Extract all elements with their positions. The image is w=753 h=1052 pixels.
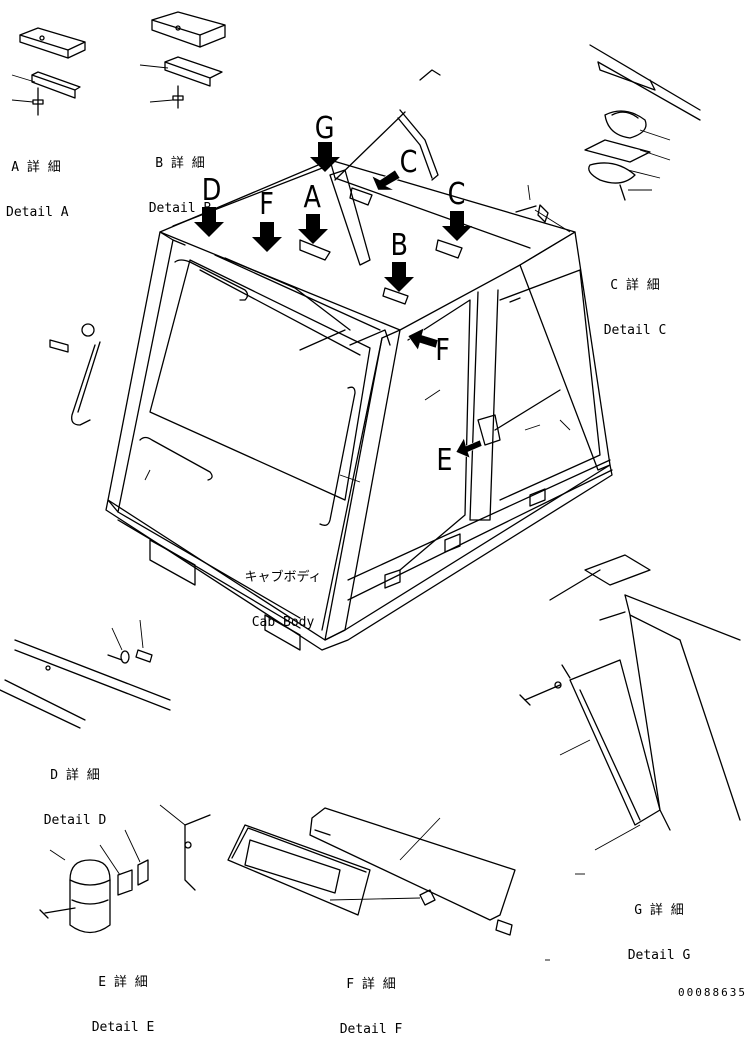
arrow-C2 <box>442 211 472 241</box>
arrow-C1 <box>371 169 401 191</box>
detail-a-illustration <box>11 27 86 116</box>
cab-body-illustration <box>49 69 613 651</box>
detail-g-en-label: Detail G <box>627 948 691 963</box>
callout-arrows <box>194 142 483 459</box>
detail-d-illustration <box>0 619 171 729</box>
cab-body-en-label: Cab Body <box>251 615 315 630</box>
callout-letter-f-top: F <box>259 187 274 222</box>
detail-g-illustration <box>519 554 741 875</box>
callout-letter-d: D <box>201 173 222 208</box>
detail-e-en-label: Detail E <box>91 1020 155 1035</box>
detail-c-en-label: Detail C <box>603 323 667 338</box>
detail-b-illustration <box>139 11 226 109</box>
callout-letter-c-top: C <box>399 145 418 180</box>
arrow-E <box>455 437 483 459</box>
detail-a-en-label: Detail A <box>6 205 69 220</box>
callout-letter-c-right: C <box>447 177 466 212</box>
detail-g-caption: G 詳 細 Detail G <box>624 873 694 978</box>
detail-c-caption: C 詳 細 Detail C <box>600 248 670 353</box>
arrow-A <box>298 214 328 244</box>
detail-f-illustration <box>227 807 550 961</box>
detail-a-jp-label: A 詳 細 <box>11 160 61 175</box>
arrow-F2 <box>407 327 439 351</box>
detail-e-illustration <box>39 804 211 934</box>
callout-letter-g: G <box>314 111 335 146</box>
arrow-D <box>194 207 224 237</box>
detail-b-en-label: Detail B <box>148 201 212 216</box>
detail-e-caption: E 詳 細 Detail E <box>88 945 158 1050</box>
detail-g-jp-label: G 詳 細 <box>634 903 684 918</box>
callout-letter-a: A <box>303 180 321 215</box>
detail-d-jp-label: D 詳 細 <box>50 768 100 783</box>
detail-d-en-label: Detail D <box>43 813 107 828</box>
callout-letter-b: B <box>390 228 409 263</box>
cab-body-caption: キャブボディ Cab Body <box>238 540 328 645</box>
detail-d-caption: D 詳 細 Detail D <box>40 738 110 843</box>
detail-e-jp-label: E 詳 細 <box>98 975 148 990</box>
detail-c-illustration <box>515 44 701 233</box>
detail-b-jp-label: B 詳 細 <box>155 156 205 171</box>
arrow-B <box>384 262 414 292</box>
detail-f-caption: F 詳 細 Detail F <box>336 947 406 1052</box>
part-number: 00088635 <box>678 986 747 999</box>
arrow-G <box>310 142 340 172</box>
cab-body-jp-label: キャブボディ <box>244 570 322 585</box>
detail-f-en-label: Detail F <box>339 1022 403 1037</box>
detail-a-caption: A 詳 細 Detail A <box>6 130 69 235</box>
callout-letter-e: E <box>436 443 453 478</box>
cab-body-exploded-diagram <box>0 11 741 961</box>
detail-c-jp-label: C 詳 細 <box>610 278 660 293</box>
callout-letter-f-right: F <box>435 333 450 368</box>
detail-f-jp-label: F 詳 細 <box>346 977 396 992</box>
detail-b-caption: B 詳 細 Detail B <box>145 126 215 231</box>
arrow-F1 <box>252 222 282 252</box>
